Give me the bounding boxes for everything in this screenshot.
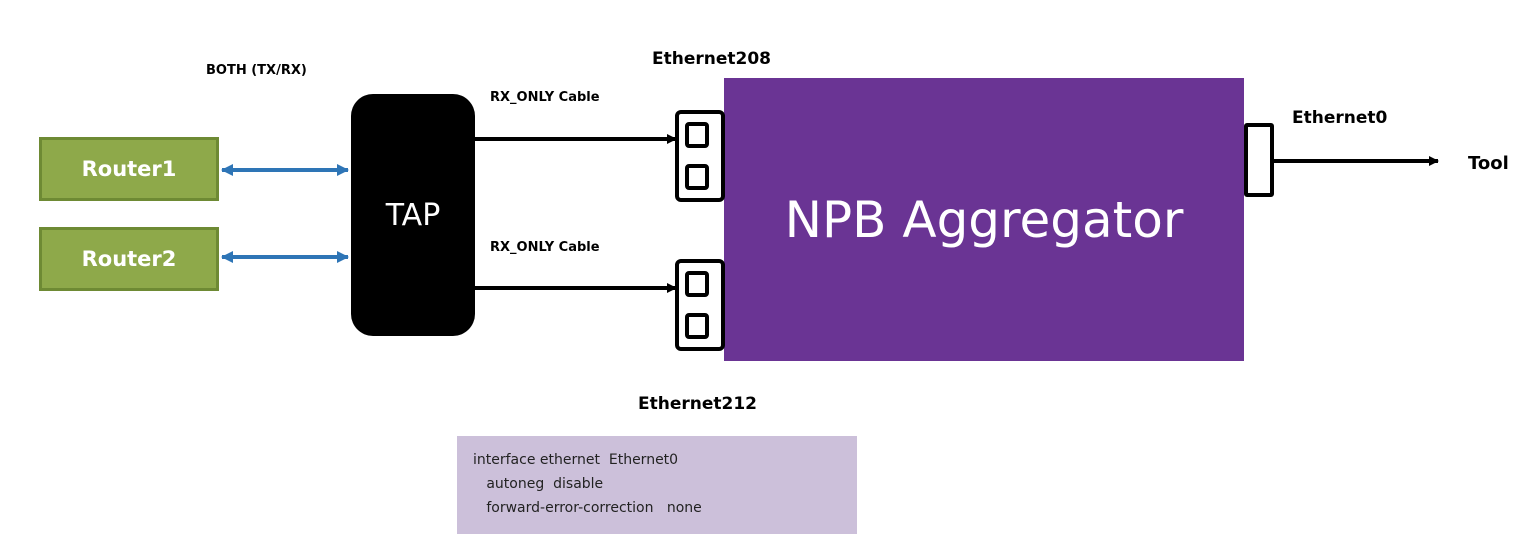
- ethernet212-port-a: [685, 271, 709, 297]
- config-box: interface ethernet Ethernet0 autoneg dis…: [457, 436, 857, 534]
- npb-label: NPB Aggregator: [784, 190, 1184, 249]
- rx-cable-2-label: RX_ONLY Cable: [490, 240, 600, 255]
- ethernet0-port: [1244, 123, 1274, 197]
- ethernet0-label: Ethernet0: [1292, 108, 1388, 128]
- config-line: interface ethernet Ethernet0: [473, 452, 679, 468]
- both-label: BOTH (TX/RX): [206, 63, 307, 78]
- ethernet208-port-group: [675, 110, 725, 202]
- config-line: forward-error-correction none: [473, 500, 702, 516]
- ethernet212-label: Ethernet212: [638, 394, 757, 414]
- router1-label: Router1: [81, 157, 177, 181]
- ethernet208-label: Ethernet208: [652, 49, 771, 69]
- ethernet208-port-b: [685, 164, 709, 190]
- config-line: autoneg disable: [473, 476, 604, 492]
- ethernet208-port-a: [685, 122, 709, 148]
- router2-node: Router2: [39, 227, 219, 291]
- router2-label: Router2: [81, 247, 177, 271]
- npb-aggregator-node: NPB Aggregator: [724, 78, 1244, 361]
- ethernet212-port-b: [685, 313, 709, 339]
- rx-cable-1-label: RX_ONLY Cable: [490, 90, 600, 105]
- ethernet212-port-group: [675, 259, 725, 351]
- router1-node: Router1: [39, 137, 219, 201]
- tap-node: TAP: [351, 94, 475, 336]
- tool-label: Tool: [1468, 153, 1509, 174]
- tap-label: TAP: [385, 197, 441, 233]
